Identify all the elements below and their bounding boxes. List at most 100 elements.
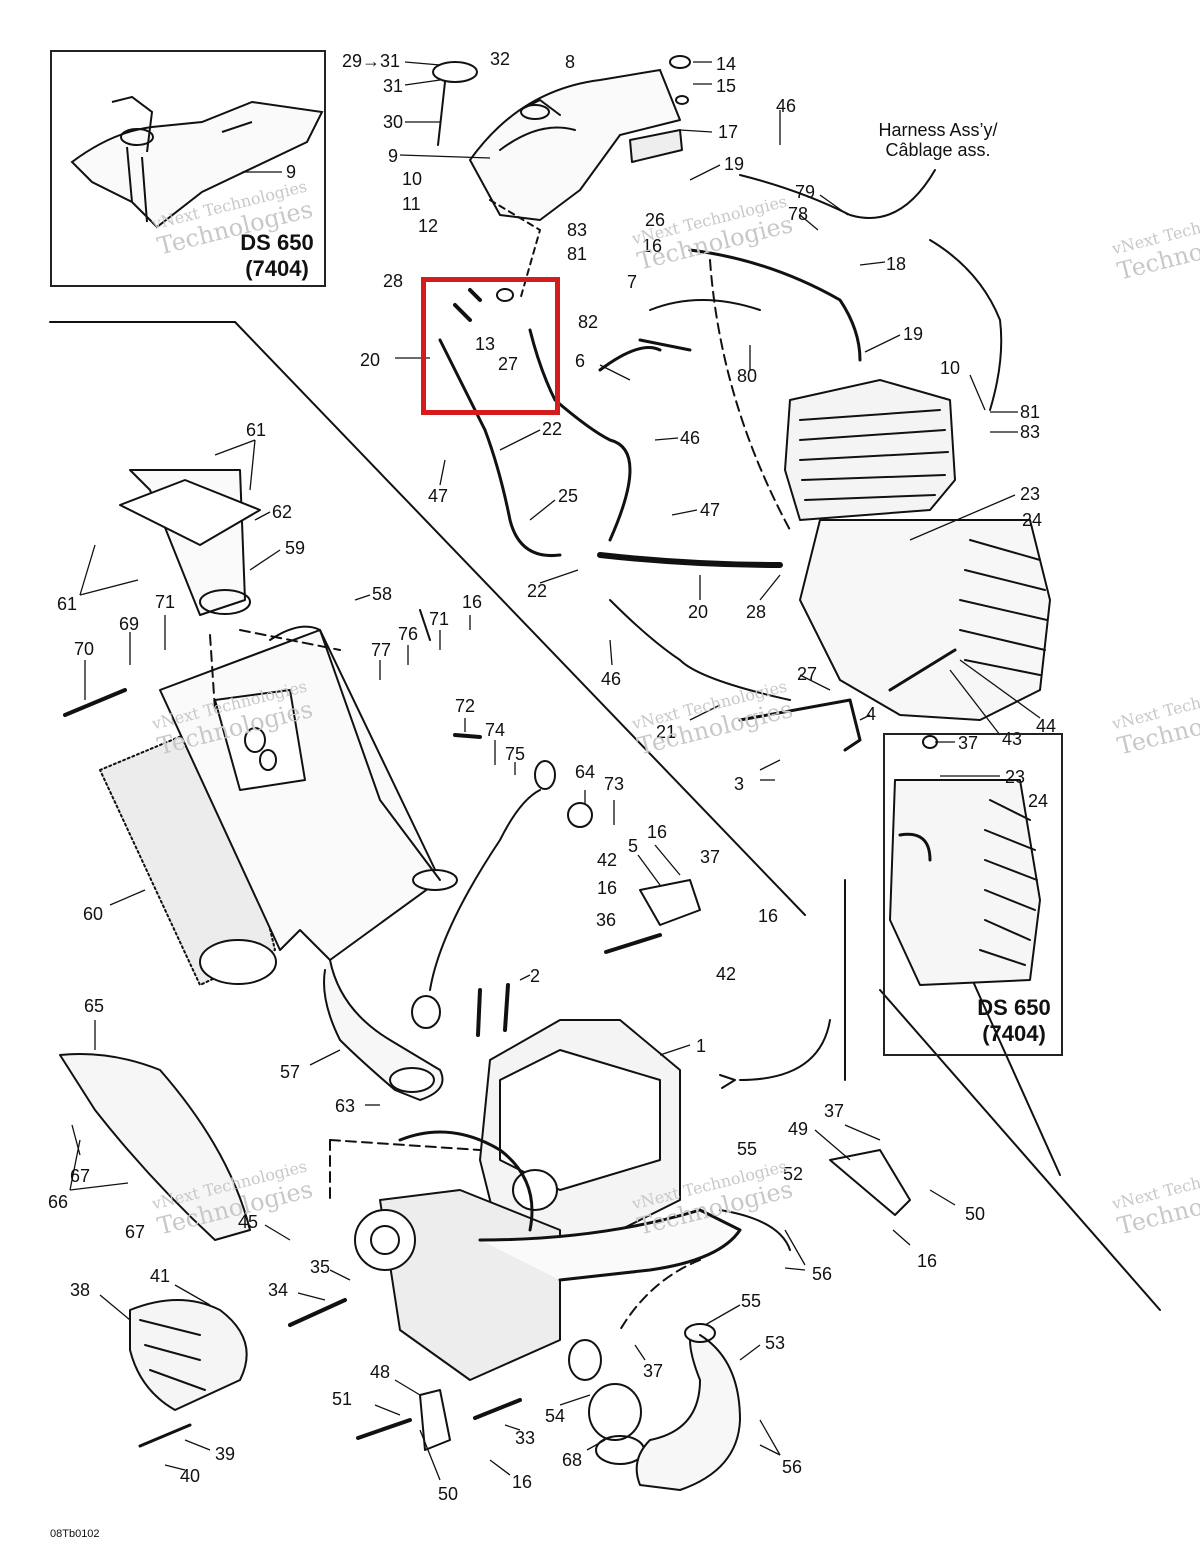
callout: 27 xyxy=(797,664,817,684)
callout: 42 xyxy=(716,964,736,984)
callout: 32 xyxy=(490,49,510,69)
callout: 16 xyxy=(512,1472,532,1492)
separator-line xyxy=(879,989,1161,1311)
callout: 19 xyxy=(724,154,744,174)
callout: 55 xyxy=(741,1291,761,1311)
callout: 80 xyxy=(737,366,757,386)
callout: 56 xyxy=(782,1457,802,1477)
callout: 28 xyxy=(383,271,403,291)
callout: 31 xyxy=(383,76,403,96)
callout: 79 xyxy=(795,182,815,202)
callout: 7 xyxy=(627,272,637,292)
inset-model: DS 650 xyxy=(240,230,314,255)
callout: 54 xyxy=(545,1406,565,1426)
highlight-box xyxy=(421,277,560,415)
callout: 44 xyxy=(1036,716,1056,736)
callout: 69 xyxy=(119,614,139,634)
callout: 1 xyxy=(696,1036,706,1056)
callout: 58 xyxy=(372,584,392,604)
callout: 59 xyxy=(285,538,305,558)
callout: 4 xyxy=(866,704,876,724)
callout: 67 xyxy=(125,1222,145,1242)
callout: 27 xyxy=(498,354,518,374)
callout: 10 xyxy=(402,169,422,189)
callout: 48 xyxy=(370,1362,390,1382)
callout: 26 xyxy=(645,210,665,230)
callout: 9 xyxy=(286,162,296,182)
callout: 16 xyxy=(642,236,662,256)
callout: 41 xyxy=(150,1266,170,1286)
callout: 46 xyxy=(776,96,796,116)
callout: 75 xyxy=(505,744,525,764)
callout: 47 xyxy=(700,500,720,520)
callout: 42 xyxy=(597,850,617,870)
callout: 16 xyxy=(597,878,617,898)
callout: 29→31 xyxy=(342,51,400,71)
callout: 45 xyxy=(238,1212,258,1232)
callout: 37 xyxy=(958,733,978,753)
callout: 55 xyxy=(737,1139,757,1159)
callout: 46 xyxy=(601,669,621,689)
callout: 14 xyxy=(716,54,736,74)
callout: 30 xyxy=(383,112,403,132)
callout: 63 xyxy=(335,1096,355,1116)
callout: 16 xyxy=(647,822,667,842)
callout: 82 xyxy=(578,312,598,332)
inset-code: (7404) xyxy=(982,1021,1046,1046)
callout: 6 xyxy=(575,351,585,371)
callout: 37 xyxy=(700,847,720,867)
callout: 17 xyxy=(718,122,738,142)
callout: 78 xyxy=(788,204,808,224)
callout: 50 xyxy=(965,1204,985,1224)
separator-line xyxy=(234,321,806,916)
callout: 13 xyxy=(475,334,495,354)
callout: 76 xyxy=(398,624,418,644)
callout: 71 xyxy=(429,609,449,629)
inset-ds650-oil-tank: 9 DS 650 (7404) xyxy=(50,50,326,287)
callout: 11 xyxy=(402,194,421,214)
inset-ds650-engine: DS 650 (7404) 23 24 xyxy=(883,733,1063,1056)
callout: 20 xyxy=(360,350,380,370)
callout: 56 xyxy=(812,1264,832,1284)
callout: 81 xyxy=(1020,402,1040,422)
callout: 36 xyxy=(596,910,616,930)
callout: 16 xyxy=(462,592,482,612)
harness-label: Harness Ass’y/ Câblage ass. xyxy=(858,120,1018,160)
figure-reference: 08Tb0102 xyxy=(50,1528,100,1540)
callout: 70 xyxy=(74,639,94,659)
callout: 22 xyxy=(542,419,562,439)
callout: 71 xyxy=(155,592,175,612)
callout: 83 xyxy=(567,220,587,240)
callout: 23 xyxy=(1020,484,1040,504)
callout: 16 xyxy=(917,1251,937,1271)
callout: 61 xyxy=(246,420,266,440)
callout: 50 xyxy=(438,1484,458,1504)
inset-model: DS 650 xyxy=(977,995,1051,1020)
callout: 23 xyxy=(1005,767,1026,787)
callout: 28 xyxy=(746,602,766,622)
callout: 2 xyxy=(530,966,540,986)
callout: 52 xyxy=(783,1164,803,1184)
callout: 39 xyxy=(215,1444,235,1464)
callout: 46 xyxy=(680,428,700,448)
callout: 65 xyxy=(84,996,104,1016)
callout: 25 xyxy=(558,486,578,506)
callout: 68 xyxy=(562,1450,582,1470)
callout: 77 xyxy=(371,640,391,660)
callout: 73 xyxy=(604,774,624,794)
callout: 81 xyxy=(567,244,587,264)
callout: 38 xyxy=(70,1280,90,1300)
callout: 34 xyxy=(268,1280,288,1300)
callout: 9 xyxy=(388,146,398,166)
callout: 61 xyxy=(57,594,77,614)
harness-label-en: Harness Ass’y/ xyxy=(878,120,998,140)
callout: 57 xyxy=(280,1062,300,1082)
callout: 67 xyxy=(70,1166,90,1186)
callout: 33 xyxy=(515,1428,535,1448)
callout: 10 xyxy=(940,358,960,378)
callout: 8 xyxy=(565,52,575,72)
callout: 47 xyxy=(428,486,448,506)
inset-title: DS 650 (7404) xyxy=(969,995,1059,1047)
callout: 64 xyxy=(575,762,595,782)
